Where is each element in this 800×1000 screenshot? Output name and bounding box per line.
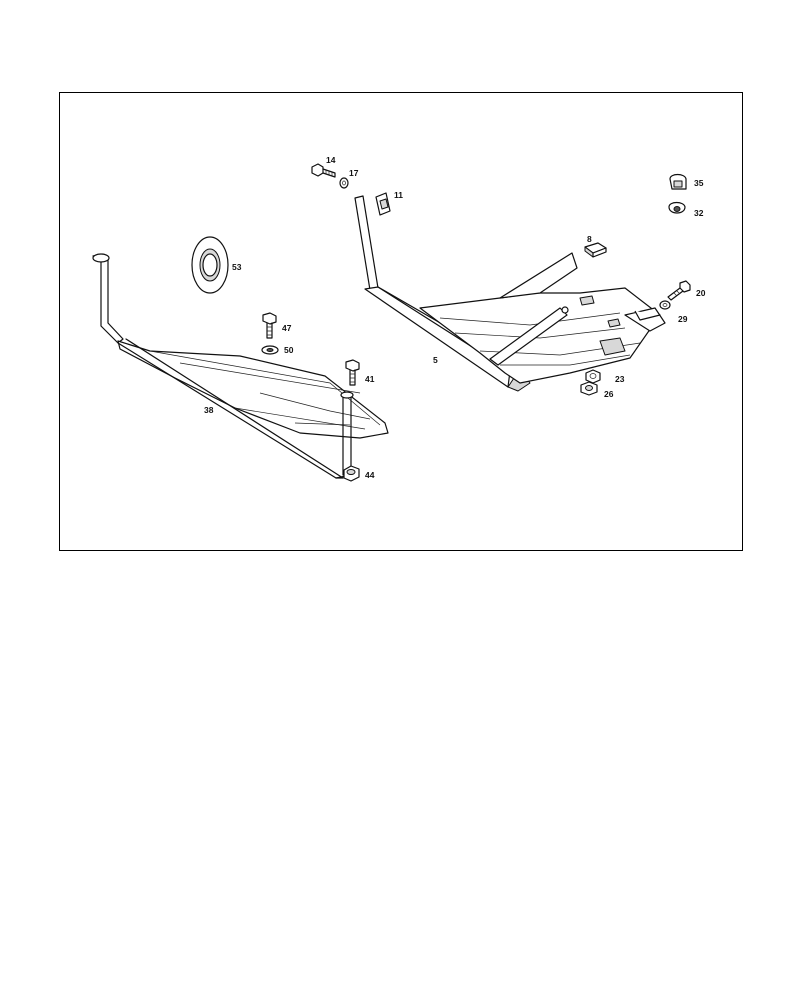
callout-26: 26 <box>604 389 614 399</box>
part-38-guard-left <box>92 253 389 479</box>
part-47-bolt <box>262 312 277 339</box>
part-50-washer <box>261 345 279 355</box>
callout-29: 29 <box>678 314 688 324</box>
callout-53: 53 <box>232 262 242 272</box>
part-53-grommet <box>191 236 229 294</box>
diagram-frame: 14 17 11 35 32 8 53 20 29 47 50 5 41 23 … <box>59 92 743 551</box>
part-8-block <box>584 242 607 258</box>
callout-35: 35 <box>694 178 704 188</box>
callout-8: 8 <box>587 234 592 244</box>
callout-41: 41 <box>365 374 375 384</box>
part-5-guard-right <box>354 195 666 392</box>
callout-23: 23 <box>615 374 625 384</box>
callout-50: 50 <box>284 345 294 355</box>
part-32-clamp <box>668 201 686 214</box>
part-41-bolt <box>345 359 360 386</box>
callout-20: 20 <box>696 288 706 298</box>
callout-32: 32 <box>694 208 704 218</box>
callout-14: 14 <box>326 155 336 165</box>
callout-5: 5 <box>433 355 438 365</box>
callout-17: 17 <box>349 168 359 178</box>
callout-38: 38 <box>204 405 214 415</box>
part-23-nut <box>585 369 601 384</box>
part-17-washer <box>339 177 349 189</box>
callout-11: 11 <box>394 190 403 200</box>
part-14-bolt <box>311 163 336 178</box>
parts-diagram: 14 17 11 35 32 8 53 20 29 47 50 5 41 23 … <box>92 155 706 482</box>
part-29-washer <box>659 300 671 310</box>
part-26-nut <box>580 381 598 396</box>
part-11-clip <box>375 192 391 216</box>
callout-47: 47 <box>282 323 292 333</box>
part-35-clamp <box>669 173 687 190</box>
part-44-nut <box>343 465 360 482</box>
callout-44: 44 <box>365 470 375 480</box>
part-20-bolt <box>667 280 691 301</box>
